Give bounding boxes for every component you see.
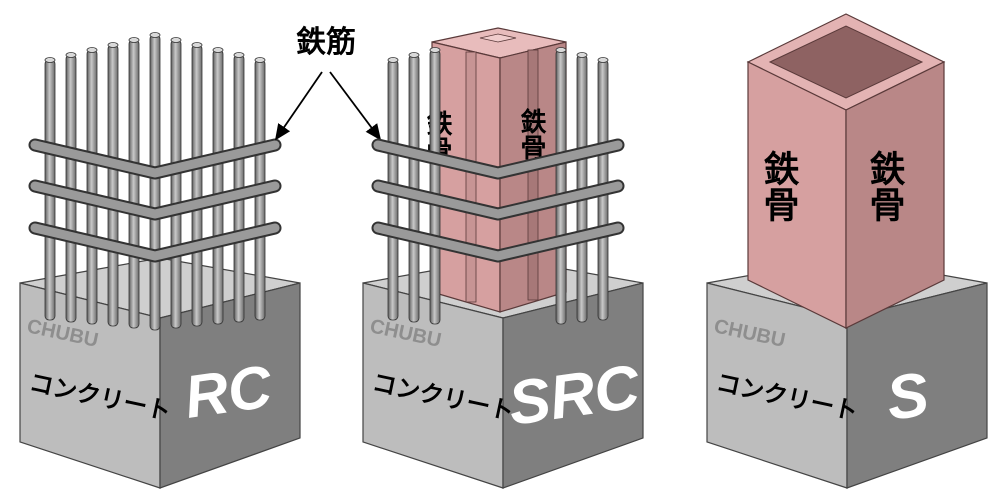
s-type-label: S (882, 360, 933, 434)
rc-column: CHUBU コンクリート RC (19, 32, 301, 489)
rebar-bar (429, 49, 441, 325)
rebar-bar (212, 49, 224, 325)
s-steel-box-column: 鉄骨 鉄骨 (746, 13, 946, 329)
rebar-bar (149, 34, 161, 331)
rebar-arrow-left (274, 71, 323, 141)
rebar-bar-cap (191, 42, 203, 48)
rebar-bar-cap (597, 57, 609, 63)
rebar-bar-cap (65, 52, 77, 58)
rebar-bar-cap (212, 47, 224, 53)
s-steel-label-right: 鉄骨 (864, 150, 906, 222)
rebar-hoop (373, 140, 623, 178)
rebar-hoop (30, 223, 280, 261)
rebar-bar-cap (555, 47, 567, 53)
s-column: 鉄骨 鉄骨 CHUBU コンクリート S (706, 13, 988, 489)
rebar-bar-cap (128, 37, 140, 43)
rebar-bar (128, 39, 140, 329)
rebar-bar-cap (149, 32, 161, 38)
rebar-bar (555, 49, 567, 325)
rebar-hoop (373, 181, 623, 219)
rebar-bar-cap (44, 57, 56, 63)
rebar-hoop (30, 140, 280, 178)
rebar-bar-cap (408, 52, 420, 58)
rebar-bar (107, 44, 119, 327)
rebar-bar-cap (429, 47, 441, 53)
rebar-bar (170, 39, 182, 329)
rebar-bar-cap (233, 52, 245, 58)
rebar-bar-cap (254, 57, 266, 63)
rc-rebar-cage (28, 32, 282, 331)
src-rebar-cage (371, 47, 625, 325)
rebar-bar-cap (576, 52, 588, 58)
rebar-bar-cap (107, 42, 119, 48)
src-concrete-block (362, 257, 644, 489)
rebar-bar-cap (387, 57, 399, 63)
s-steel-label-left: 鉄骨 (758, 150, 800, 222)
src-steel-label-right: 鉄骨 (516, 107, 546, 161)
rebar-bar-cap (86, 47, 98, 53)
rebar-arrow-right (329, 71, 382, 141)
rebar-hoop (373, 223, 623, 261)
rebar-hoop (30, 181, 280, 219)
rebar-bar (86, 49, 98, 325)
rc-type-label: RC (180, 352, 277, 431)
rebar-bar-cap (170, 37, 182, 43)
rc-concrete-block (19, 257, 301, 489)
src-column: 鉄骨 鉄骨 CHUBU コンクリート SRC (362, 27, 645, 489)
rebar-bar (191, 44, 203, 327)
rebar-label: 鉄筋 (296, 25, 356, 60)
